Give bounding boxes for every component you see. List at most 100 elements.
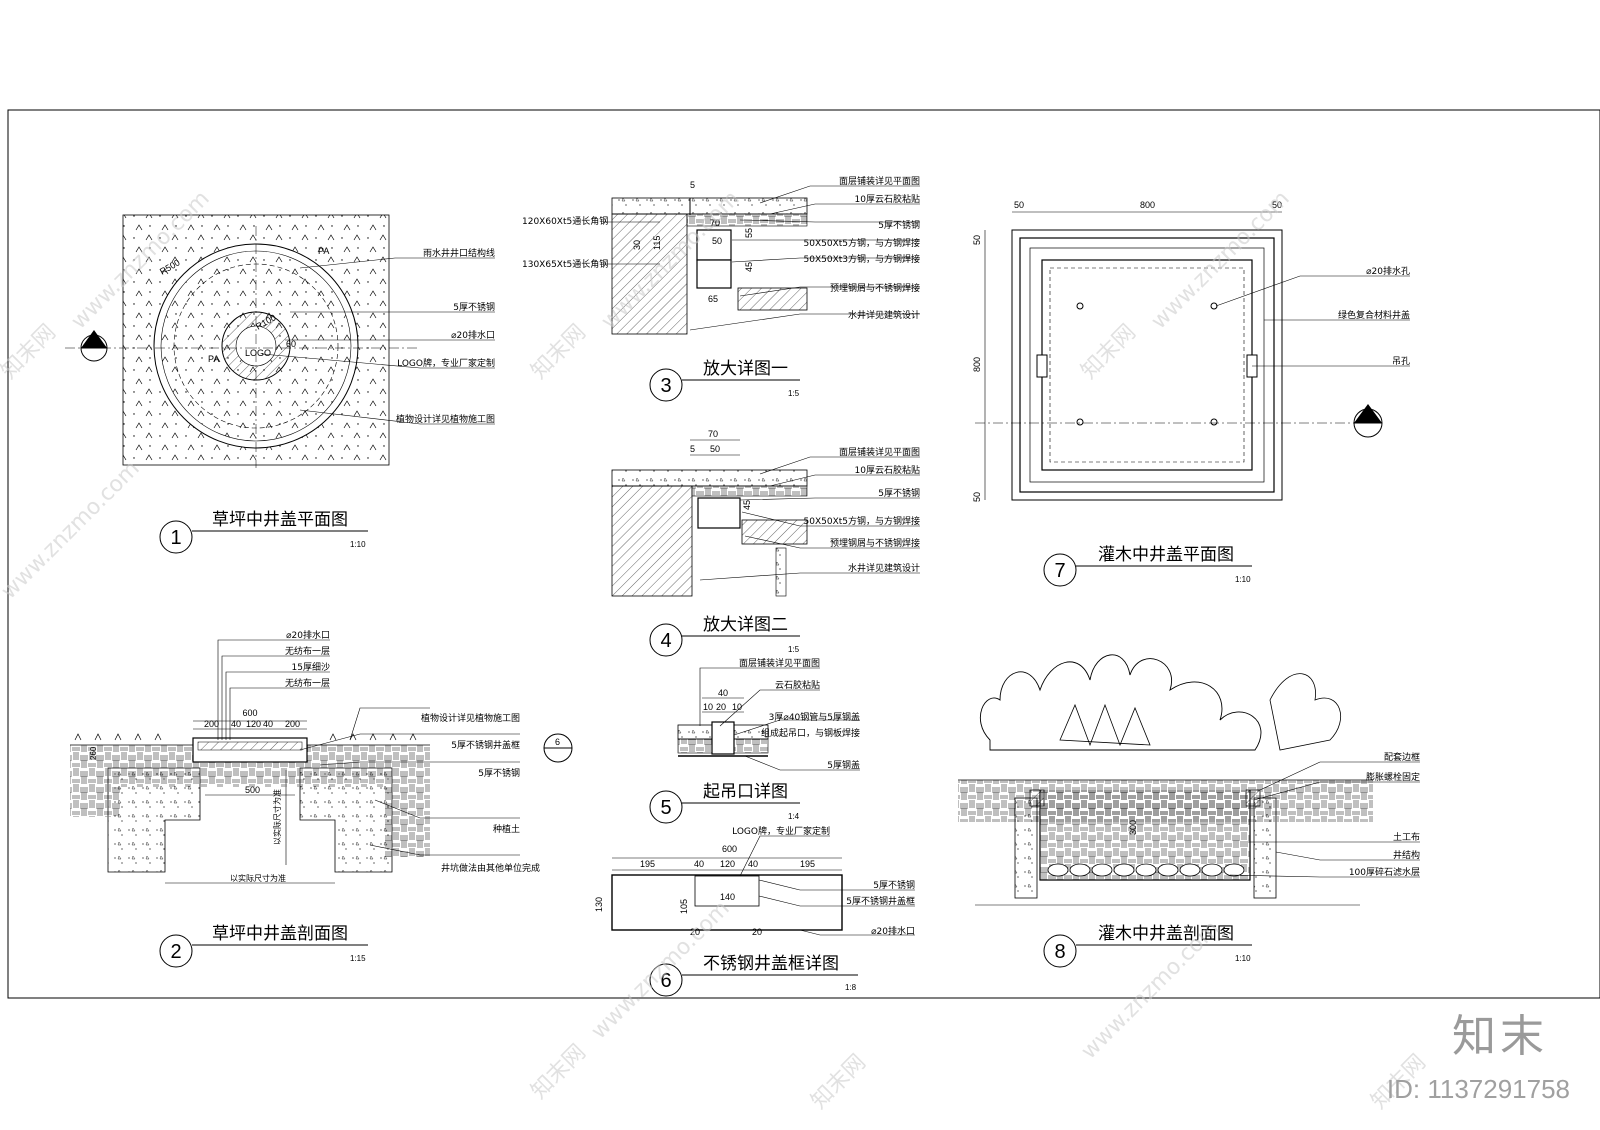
svg-text:知末网: 知末网 bbox=[0, 320, 61, 384]
svg-text:8: 8 bbox=[1365, 413, 1370, 423]
label-stainless: 5厚不锈钢 bbox=[873, 879, 915, 891]
dim-40: 40 bbox=[718, 688, 728, 698]
label-well-structure-line: 雨水井井口结构线 bbox=[423, 247, 495, 259]
svg-text:知末网: 知末网 bbox=[527, 320, 591, 384]
drawing-4-detail-two: 70 5 50 45 面层铺装详见平面图 10厚云石胶粘贴 5厚不锈钢 50X5… bbox=[611, 429, 921, 657]
dim-40-right: 40 bbox=[748, 859, 758, 869]
label-planting-design: 植物设计详见植物施工图 bbox=[396, 413, 495, 425]
label-lifting-hole: 吊孔 bbox=[1392, 356, 1410, 367]
label-angle-steel-120: 120X60Xt5通长角钢 bbox=[522, 215, 608, 227]
svg-text:2: 2 bbox=[91, 338, 96, 348]
label-drain: ⌀20排水口 bbox=[286, 629, 330, 641]
dim-40-left: 40 bbox=[231, 719, 241, 729]
label-paving: 面层铺装详见平面图 bbox=[839, 175, 920, 187]
pa-mark: PA bbox=[318, 246, 329, 256]
label-square-steel-t3: 50X50Xt3方钢，与方钢焊接 bbox=[804, 253, 921, 265]
dim-10-left: 10 bbox=[703, 702, 713, 712]
label-gravel-filter: 100厚碎石滤水层 bbox=[1349, 866, 1420, 878]
label-geotextile: 土工布 bbox=[1393, 831, 1420, 843]
dim-40-left: 40 bbox=[694, 859, 704, 869]
drawing-3-scale: 1:5 bbox=[788, 389, 800, 398]
dim-10-right: 10 bbox=[732, 702, 742, 712]
drawing-4-scale: 1:5 bbox=[788, 645, 800, 654]
dim-105: 105 bbox=[679, 899, 689, 914]
drawing-1-lawn-cover-plan: R500 R100 60 PA PA LOGO 2 雨水井井口结构线 5厚不锈钢… bbox=[65, 214, 495, 554]
label-geotextile-1: 无纺布一层 bbox=[285, 645, 330, 657]
label-pit-method: 井坑做法由其他单位完成 bbox=[441, 862, 540, 874]
label-steel-cover: 5厚钢盖 bbox=[827, 759, 860, 771]
dim-55: 55 bbox=[744, 228, 754, 238]
pa-mark-2: PA bbox=[208, 354, 219, 364]
label-steel-pipe: 3厚⌀40钢管与5厚钢盖 bbox=[769, 711, 860, 723]
label-drain-20: ⌀20排水口 bbox=[451, 329, 495, 341]
dim-800-left: 800 bbox=[972, 357, 982, 372]
dim-70: 70 bbox=[708, 429, 718, 439]
drawing-5-scale: 1:4 bbox=[788, 812, 800, 821]
dim-500: 500 bbox=[245, 785, 260, 795]
dim-30: 30 bbox=[632, 240, 642, 250]
drawing-6-title: 不锈钢井盖框详图 bbox=[703, 954, 839, 974]
dim-5: 5 bbox=[690, 180, 695, 190]
drawing-1-number: 1 bbox=[170, 527, 181, 549]
logo-mark: LOGO bbox=[245, 348, 271, 358]
label-matching-frame: 配套边框 bbox=[1384, 751, 1420, 763]
dim-20-left: 20 bbox=[690, 927, 700, 937]
label-embedded-steel: 预埋钢屑与不锈钢焊接 bbox=[830, 282, 920, 294]
drawing-7-title: 灌木中井盖平面图 bbox=[1098, 545, 1234, 565]
dim-45: 45 bbox=[742, 500, 752, 510]
section-marker-2: 2 bbox=[80, 330, 108, 362]
label-expansion-bolt: 膨胀螺栓固定 bbox=[1366, 771, 1420, 783]
dim-70: 70 bbox=[710, 218, 720, 228]
label-square-steel: 50X50Xt5方钢，与方钢焊接 bbox=[804, 515, 921, 527]
drawing-7-number: 7 bbox=[1054, 560, 1065, 582]
dim-195-right: 195 bbox=[800, 859, 815, 869]
dim-50-top-right: 50 bbox=[1272, 200, 1282, 210]
dim-40-right: 40 bbox=[263, 719, 273, 729]
drawing-4-title: 放大详图二 bbox=[703, 615, 788, 635]
dim-50: 50 bbox=[710, 444, 720, 454]
brand-logo: 知末 bbox=[1452, 1011, 1548, 1062]
drawing-3-title: 放大详图一 bbox=[703, 359, 788, 379]
label-logo-plate: LOGO牌，专业厂家定制 bbox=[397, 357, 495, 369]
label-stainless: 5厚不锈钢 bbox=[478, 767, 520, 779]
dim-50-left-top: 50 bbox=[972, 235, 982, 245]
label-marble-glue: 10厚云石胶粘贴 bbox=[855, 193, 920, 205]
drawing-2-number: 2 bbox=[170, 941, 181, 963]
drawing-2-scale: 1:15 bbox=[350, 954, 366, 963]
drawing-5-lifting-hole-detail: 40 10 20 10 面层铺装详见平面图 云石胶粘贴 3厚⌀40钢管与5厚钢盖… bbox=[649, 657, 860, 824]
svg-text:6: 6 bbox=[555, 737, 560, 747]
dim-200-left: 200 bbox=[204, 719, 219, 729]
dim-45: 45 bbox=[744, 262, 754, 272]
drawing-8-scale: 1:10 bbox=[1235, 954, 1251, 963]
dim-260: 260 bbox=[89, 746, 98, 760]
label-composite-cover: 绿色复合材料井盖 bbox=[1338, 309, 1410, 321]
svg-text:www.znzmo.com: www.znzmo.com bbox=[0, 456, 145, 604]
drawing-1-title: 草坪中井盖平面图 bbox=[212, 510, 348, 530]
drawing-7-shrub-cover-plan: 50 800 50 50 800 50 8 ⌀20排水孔 绿色复合材料井盖 吊孔… bbox=[972, 200, 1410, 587]
label-embedded-steel: 预埋钢屑与不锈钢焊接 bbox=[830, 537, 920, 549]
svg-text:知末网: 知末网 bbox=[527, 1040, 591, 1104]
dim-300: 300 bbox=[1128, 820, 1138, 835]
dim-120: 120 bbox=[720, 859, 735, 869]
label-marble-glue: 云石胶粘贴 bbox=[775, 679, 820, 691]
dim-5: 5 bbox=[690, 444, 695, 454]
drawing-1-scale: 1:10 bbox=[350, 540, 366, 549]
dim-195-left: 195 bbox=[640, 859, 655, 869]
drawing-2-title: 草坪中井盖剖面图 bbox=[212, 924, 348, 944]
dim-20-right: 20 bbox=[752, 927, 762, 937]
drawing-8-number: 8 bbox=[1054, 941, 1065, 963]
dim-140: 140 bbox=[720, 892, 735, 902]
label-planting: 植物设计详见植物施工图 bbox=[421, 712, 520, 724]
drawing-6-scale: 1:8 bbox=[845, 983, 857, 992]
label-drain-hole: ⌀20排水孔 bbox=[1366, 265, 1410, 277]
label-angle-steel-130: 130X65Xt5通长角钢 bbox=[522, 258, 608, 270]
section-marker-8: 8 bbox=[1353, 404, 1383, 438]
label-marble-glue: 10厚云石胶粘贴 bbox=[855, 464, 920, 476]
dim-600: 600 bbox=[242, 708, 257, 718]
label-well-design: 水井详见建筑设计 bbox=[848, 309, 920, 321]
dim-actual-size-horizontal: 以实际尺寸为准 bbox=[230, 873, 286, 883]
sheet-frame bbox=[7, 109, 1600, 999]
drawing-8-title: 灌木中井盖剖面图 bbox=[1098, 924, 1234, 944]
label-stainless: 5厚不锈钢 bbox=[878, 487, 920, 499]
